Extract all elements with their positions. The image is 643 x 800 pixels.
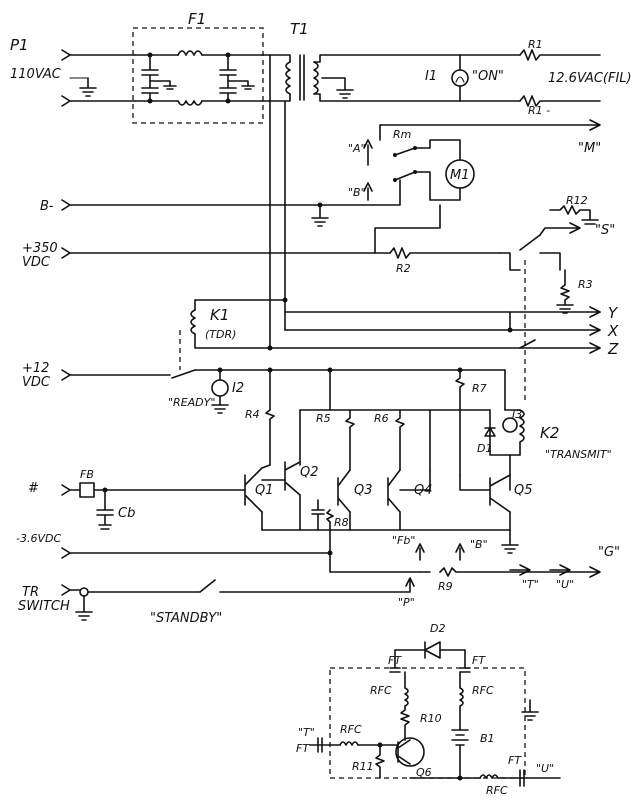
label-p1: P1 (10, 36, 29, 54)
label-t-input: "T" (298, 726, 315, 739)
ac-input-section (61, 27, 601, 349)
label-fb-point: "Fb" (392, 534, 415, 547)
label-k2: K2 (540, 424, 559, 442)
label-ft-1: FT (388, 654, 402, 667)
label-vdc-1: VDC (22, 255, 51, 270)
label-q2: Q2 (300, 465, 319, 480)
label-r8: R8 (334, 516, 349, 529)
label-standby: "STANDBY" (150, 611, 222, 626)
lv-section (61, 367, 601, 578)
label-12: +12 (22, 361, 49, 376)
label-q3: Q3 (354, 483, 373, 498)
label-i2: I2 (232, 381, 244, 396)
label-u-point: "U" (556, 578, 574, 591)
label-r2: R2 (396, 262, 411, 275)
label-q5: Q5 (514, 483, 533, 498)
label-on: "ON" (472, 69, 504, 84)
q4-transistor (387, 469, 431, 531)
label-r9: R9 (438, 580, 453, 593)
label-q6: Q6 (416, 766, 432, 779)
label-m1: M1 (450, 168, 470, 183)
label-r6: R6 (374, 412, 389, 425)
label-r11: R11 (352, 760, 374, 773)
meter-switch-section (61, 119, 601, 227)
label-r3: R3 (578, 278, 593, 291)
label-350: +350 (22, 241, 58, 256)
label-p-point: "P" (398, 596, 415, 609)
label-d2: D2 (430, 622, 445, 635)
label-rfc-1: RFC (370, 684, 392, 697)
label-rfc-3: RFC (340, 723, 362, 736)
label-tdr: (TDR) (205, 328, 236, 341)
label-ft-3: FT (296, 742, 310, 755)
q1-transistor (244, 464, 271, 531)
label-ready: "READY" (168, 396, 215, 409)
label-hash: # (28, 481, 39, 496)
k1-relay-section (179, 297, 601, 370)
label-fb: FB (80, 468, 94, 481)
label-rm: Rm (393, 128, 411, 141)
label-ft-2: FT (472, 654, 486, 667)
label-r10: R10 (420, 712, 442, 725)
label-x: X (607, 322, 619, 340)
label-fil: 12.6VAC(FIL) (548, 71, 632, 86)
label-f1: F1 (188, 10, 206, 28)
label-k1: K1 (210, 306, 229, 324)
q3-transistor (337, 469, 351, 531)
label-r1a: R1 (528, 38, 543, 51)
label-i3: I3 (512, 408, 522, 421)
label-tr: TR (22, 585, 39, 600)
label-b1: B1 (480, 732, 495, 745)
q5-transistor (459, 474, 511, 541)
label-z: Z (607, 340, 619, 358)
label-b-switch: "B" (348, 186, 366, 199)
filter-f1-box (132, 27, 264, 124)
label-s: "S" (595, 223, 615, 238)
hv-section (61, 204, 599, 400)
label-t1: T1 (290, 20, 309, 38)
label-r4: R4 (245, 408, 260, 421)
label-switch: SWITCH (18, 599, 70, 614)
q6-oscillator-section (309, 641, 561, 787)
label-a: "A" (348, 142, 366, 155)
label-g: "G" (598, 545, 620, 560)
label-r12: R12 (566, 194, 588, 207)
label-vdc-2: VDC (22, 375, 51, 390)
label-ft-4: FT (508, 754, 522, 767)
label-u-output: "U" (536, 762, 554, 775)
label-b-minus: B- (40, 199, 54, 214)
label-rfc-4: RFC (486, 784, 508, 797)
label-q4: Q4 (414, 483, 433, 498)
q2-transistor (261, 461, 301, 531)
tr-switch-section (61, 577, 415, 621)
label-r7: R7 (472, 382, 487, 395)
labels: P1 110VAC F1 T1 I1 "ON" 12.6VAC(FIL) R1 … (10, 10, 632, 797)
label-transmit: "TRANSMIT" (545, 448, 612, 461)
label-cb: Cb (118, 506, 135, 521)
label-m: "M" (578, 141, 601, 156)
label-r1b: R1 - (528, 104, 550, 117)
label-rfc-2: RFC (472, 684, 494, 697)
label-d1: D1 (477, 442, 492, 455)
label-minus-vdc: -3.6VDC (16, 532, 61, 545)
label-r5: R5 (316, 412, 331, 425)
label-110vac: 110VAC (10, 67, 62, 82)
label-y: Y (608, 304, 619, 322)
label-q1: Q1 (255, 483, 274, 498)
label-t-point: "T" (522, 578, 539, 591)
label-i1: I1 (425, 69, 437, 84)
label-b-point: "B" (470, 538, 488, 551)
